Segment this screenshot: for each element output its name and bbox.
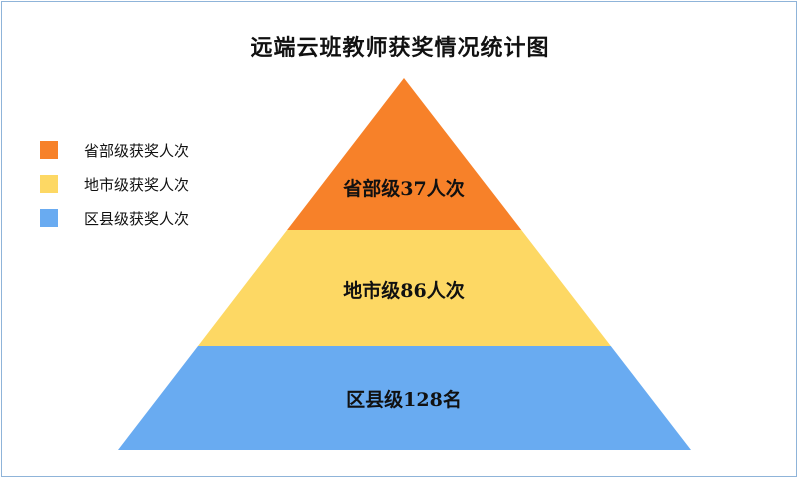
chart-title: 远端云班教师获奖情况统计图: [250, 35, 550, 61]
pyramid-segment-county: [118, 346, 691, 450]
pyramid-segment-municipal: [198, 230, 611, 346]
legend-swatch-municipal: [40, 175, 58, 193]
segment-label-municipal: 地市级86人次: [343, 279, 464, 302]
legend-item-provincial: 省部级获奖人次: [40, 137, 260, 171]
legend-label-municipal: 地市级获奖人次: [84, 176, 190, 194]
legend: 省部级获奖人次 地市级获奖人次 区县级获奖人次: [40, 137, 260, 239]
legend-item-county: 区县级获奖人次: [40, 205, 260, 239]
legend-item-municipal: 地市级获奖人次: [40, 171, 260, 205]
legend-swatch-county: [40, 209, 58, 227]
pyramid-segment-provincial: [287, 78, 522, 230]
legend-swatch-provincial: [40, 141, 58, 159]
legend-label-county: 区县级获奖人次: [84, 210, 190, 228]
legend-label-provincial: 省部级获奖人次: [84, 142, 190, 160]
segment-label-provincial: 省部级37人次: [342, 177, 464, 200]
segment-label-county: 区县级128名: [346, 388, 462, 411]
